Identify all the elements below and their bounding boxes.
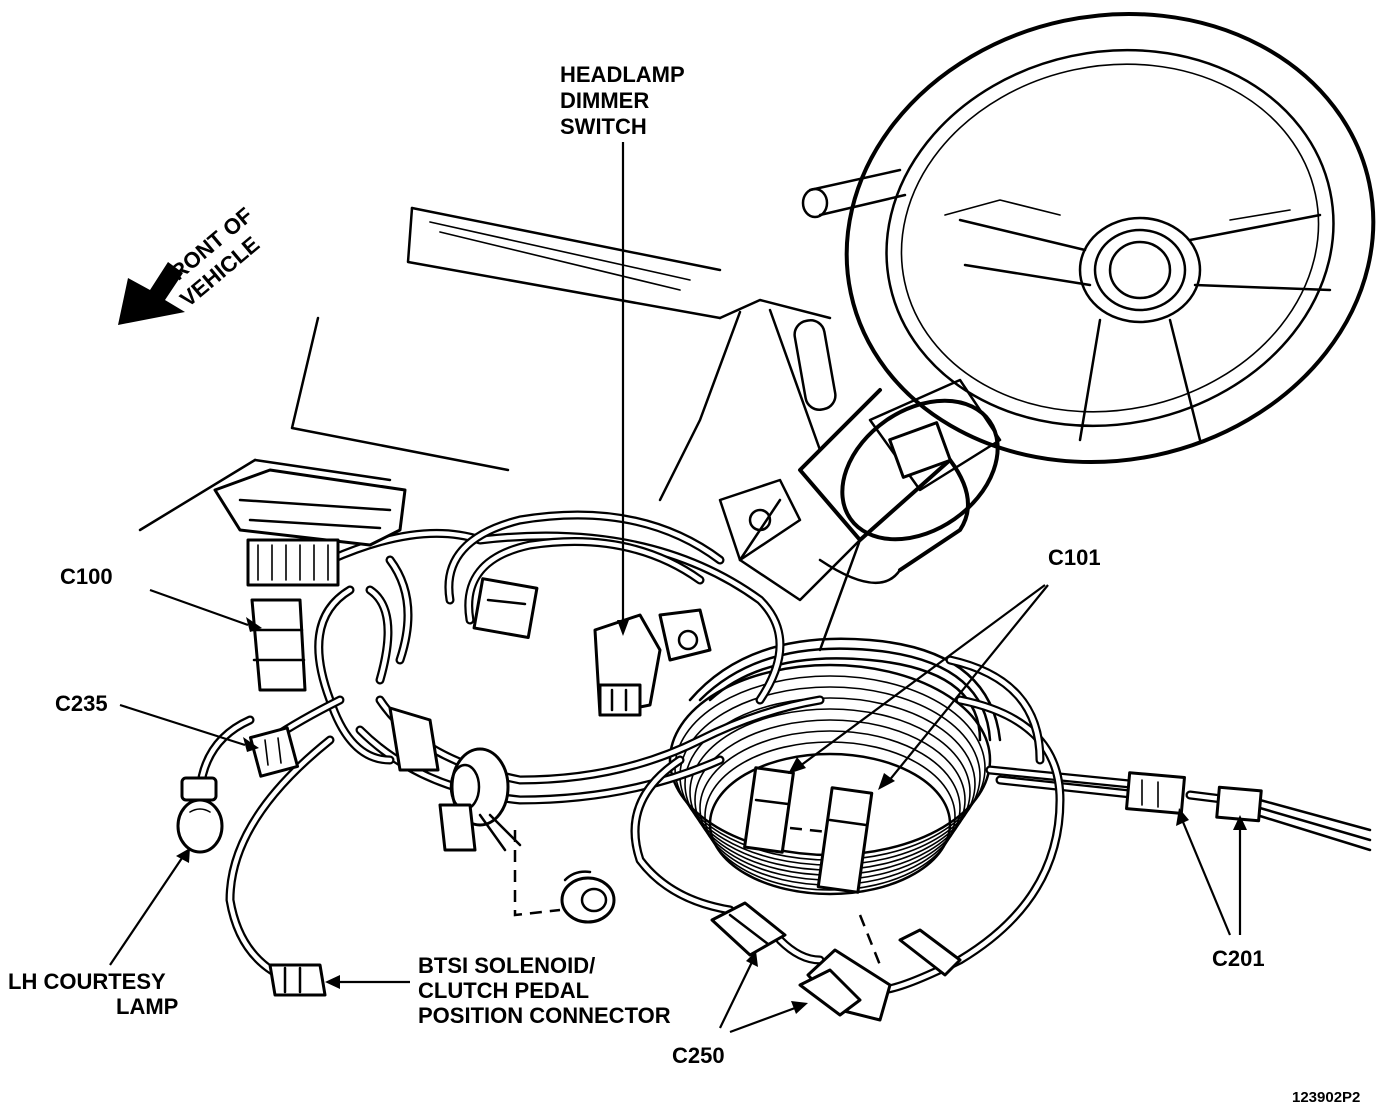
dash-panel-outline (138, 206, 832, 532)
btsi-solenoid-connector (268, 963, 327, 997)
c250-connectors (710, 901, 892, 1022)
c201-connectors (1125, 771, 1263, 823)
c101-label: C101 (1048, 545, 1101, 570)
c235-label: C235 (55, 691, 108, 716)
front-of-vehicle-arrow (118, 262, 185, 325)
c250-label: C250 (672, 1043, 725, 1068)
lh-courtesy-lamp-bulb (176, 776, 224, 854)
lh-courtesy-lamp-label-line1: LH COURTESY (8, 969, 166, 994)
c201-label: C201 (1212, 946, 1265, 971)
btsi-label-line2: CLUTCH PEDAL (418, 978, 589, 1003)
lh-courtesy-lamp-label-line2: LAMP (116, 994, 178, 1019)
c235-connector (248, 726, 300, 778)
grommet-dashed-guide (513, 830, 561, 917)
btsi-label-line1: BTSI SOLENOID/ (418, 953, 595, 978)
center-clip-connector (388, 706, 522, 852)
c101-connectors (743, 766, 874, 894)
steering-wheel (801, 11, 1376, 465)
leader-lines (109, 142, 1247, 1034)
steering-column (718, 319, 1002, 652)
figure-code: 123902P2 (1292, 1089, 1360, 1106)
headlamp-dimmer-switch-label-line1: HEADLAMP (560, 62, 685, 87)
loose-connector-right (898, 928, 962, 977)
harness-wires (195, 510, 1372, 995)
c100-label: C100 (60, 564, 113, 589)
headlamp-dimmer-switch-body (593, 608, 712, 717)
grommet (560, 870, 616, 924)
upper-loop-connector (472, 577, 539, 639)
headlamp-dimmer-switch-label-line3: SWITCH (560, 114, 647, 139)
headlamp-dimmer-switch-label-line2: DIMMER (560, 88, 649, 113)
c100-connector-block (213, 468, 407, 692)
btsi-label-line3: POSITION CONNECTOR (418, 1003, 671, 1028)
